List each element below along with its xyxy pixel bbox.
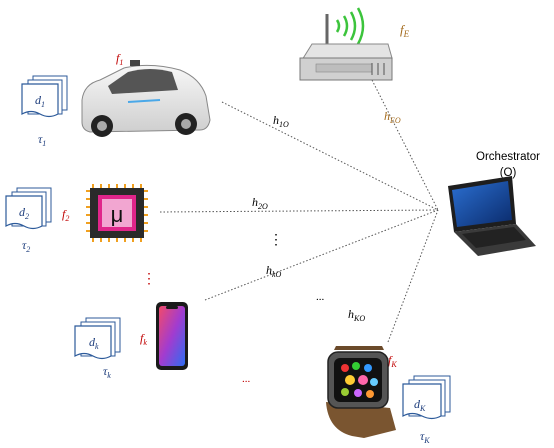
link-watch [387,209,439,343]
edge-server-router-icon [299,7,393,81]
horizontal-ellipsis-devices: ... [242,373,251,385]
link-label-1: h1O [273,113,289,129]
doc-stack-2 [5,187,52,230]
link-label-2: h2O [252,195,268,211]
link-label-k: hkO [266,263,282,279]
tau-label-k: τk [103,364,111,380]
doc-stack-K [402,375,451,420]
doc-label-1: d1 [35,93,45,109]
orchestrator-title: Orchestrator [476,151,540,163]
smartphone-icon [156,302,188,370]
doc-label-k: dk [89,335,99,351]
f-label-2: f2 [62,207,69,223]
doc-stack-1 [21,75,68,118]
link-edge [371,79,439,211]
link-phone [204,209,439,301]
link-lines [159,79,439,343]
doc-label-2: d2 [19,205,29,221]
chip-mu-glyph: μ [111,202,124,227]
edge-f-label: fE [400,22,410,39]
autonomous-car-icon [81,60,211,137]
laptop-icon [448,176,536,256]
tau-label-K: τK [420,429,430,445]
link-chip [159,209,439,213]
tau-label-2: τ2 [22,238,30,254]
doc-stack-k [74,317,121,360]
microcontroller-chip-icon [86,184,148,242]
horizontal-ellipsis-links: ... [316,291,325,303]
smartwatch-icon [326,346,396,438]
link-label-K: hKO [348,307,365,323]
f-label-K: fK [388,353,397,369]
tau-label-1: τ1 [38,132,46,148]
edge-link-label: hEO [384,109,401,125]
doc-label-K: dK [414,397,426,413]
vertical-ellipsis-links: ⋮ [269,233,283,248]
f-label-1: f1 [116,51,123,67]
f-label-k: fk [140,331,147,347]
link-car [221,101,439,211]
vertical-ellipsis-devices: ⋮ [142,272,156,287]
orchestrator-symbol: (O) [500,167,517,179]
